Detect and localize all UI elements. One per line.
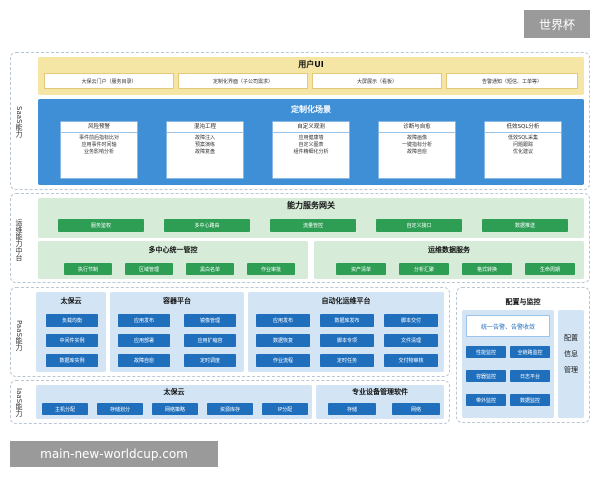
- scene-card: 诊断与自愈故障画像一键指标分析故障自愈: [378, 121, 456, 179]
- ops-label: 运维能力中台: [15, 219, 23, 261]
- scene-card-title: 低效SQL分析: [485, 122, 561, 133]
- user-ui-item-custom: 定制化界面（子公司需求）: [178, 73, 308, 89]
- scene-card-title: 诊断与自愈: [379, 122, 455, 133]
- container-item: 定时调度: [184, 354, 236, 367]
- monitor-item: 日志平台: [510, 370, 550, 382]
- scene-card-line: 故障自愈: [406, 149, 427, 155]
- scene-card-body: 应用健康墙自定义图表组件精细化分析: [273, 133, 349, 156]
- unified-alert-box: 统一告警、告警收敛: [466, 315, 550, 337]
- scene-card-body: 低效SQL采集问题跟踪优化建议: [485, 133, 561, 156]
- auto-ops-item: 交付物审核: [384, 354, 438, 367]
- scene-card-line: 故障画像: [406, 135, 427, 141]
- monitor-item: 带外监控: [466, 394, 506, 406]
- scene-card-line: 业务影响分析: [83, 149, 114, 155]
- cmdb-panel: [558, 310, 584, 418]
- auto-ops-item: 脚本专项: [320, 334, 374, 347]
- container-item: 故障自愈: [118, 354, 170, 367]
- iaas-taibao-item: 网络策略: [152, 403, 198, 415]
- gateway-item: 自定义接口: [376, 219, 462, 232]
- monitor-item: 全链路监控: [510, 346, 550, 358]
- equip-title: 专业设备管理软件: [352, 388, 408, 396]
- user-ui-item-alert: 告警通知（短信、工单等）: [446, 73, 578, 89]
- iaas-taibao-title: 太保云: [163, 388, 185, 396]
- gateway-item: 服务鉴权: [58, 219, 144, 232]
- scene-card-body: 事件前后指标比对应用事件时间轴业务影响分析: [61, 133, 137, 156]
- scene-card-line: 问题跟踪: [512, 142, 533, 148]
- paas-taibao-title: 太保云: [60, 297, 82, 305]
- container-item: 镜像管理: [184, 314, 236, 327]
- paas-taibao-item: 负载均衡: [46, 314, 98, 327]
- scene-card-line: 优化建议: [512, 149, 533, 155]
- paas-taibao-item: 中间件实例: [46, 334, 98, 347]
- monitor-item: 数据监控: [510, 394, 550, 406]
- user-ui-title: 用户UI: [298, 60, 324, 69]
- gateway-item: 多中心路由: [164, 219, 250, 232]
- ops-data-item: 生命周期: [525, 263, 575, 275]
- paas-taibao-item: 数据库实例: [46, 354, 98, 367]
- ops-data-item: 分析汇聚: [399, 263, 449, 275]
- scene-card-line: 预案演练: [194, 142, 215, 148]
- scene-card-title: 自定义观测: [273, 122, 349, 133]
- multi-center-item: 黑白名单: [186, 263, 234, 275]
- iaas-taibao-item: IP分配: [262, 403, 308, 415]
- ops-data-item: 格式转换: [462, 263, 512, 275]
- multi-center-item: 作业审批: [247, 263, 295, 275]
- scenes-title: 定制化场景: [291, 105, 331, 114]
- container-title: 容器平台: [163, 297, 191, 305]
- iaas-label: IaaS能力: [15, 388, 23, 418]
- auto-ops-item: 定时任务: [320, 354, 374, 367]
- monitor-item: 容器监控: [466, 370, 506, 382]
- container-item: 应用发布: [118, 314, 170, 327]
- multi-center-item: 执行节制: [64, 263, 112, 275]
- auto-ops-item: 作业流程: [256, 354, 310, 367]
- cmdb-label: 配置信息管理: [564, 334, 578, 374]
- container-item: 应用部署: [118, 334, 170, 347]
- watermark: 世界杯: [524, 10, 590, 38]
- scene-card: 自定义观测应用健康墙自定义图表组件精细化分析: [272, 121, 350, 179]
- scene-card-body: 故障画像一键指标分析故障自愈: [379, 133, 455, 156]
- url-watermark: main-new-worldcup.com: [10, 441, 218, 467]
- scene-card-title: 混沌工程: [167, 122, 243, 133]
- auto-ops-item: 文件清理: [384, 334, 438, 347]
- scene-card-title: 风险预警: [61, 122, 137, 133]
- iaas-taibao-item: 主机分配: [42, 403, 88, 415]
- equip-item: 网络: [392, 403, 440, 415]
- iaas-taibao-item: 资源库存: [207, 403, 253, 415]
- scene-card-line: 低效SQL采集: [508, 135, 538, 141]
- scene-card-line: 应用事件时间轴: [81, 142, 117, 148]
- user-ui-item-screen: 大屏展示（看板）: [312, 73, 442, 89]
- equip-item: 存储: [328, 403, 376, 415]
- ops-data-item: 资产清单: [336, 263, 386, 275]
- scene-card-line: 一键指标分析: [401, 142, 432, 148]
- gateway-item: 数据推送: [482, 219, 568, 232]
- scene-card-line: 事件前后指标比对: [78, 135, 119, 141]
- scene-card: 风险预警事件前后指标比对应用事件时间轴业务影响分析: [60, 121, 138, 179]
- config-title: 配置与监控: [505, 298, 541, 306]
- auto-ops-title: 自动化运维平台: [321, 297, 371, 305]
- auto-ops-item: 数据恢复: [256, 334, 310, 347]
- scene-card-line: 故障复盘: [194, 149, 215, 155]
- monitor-item: 性能监控: [466, 346, 506, 358]
- auto-ops-item: 应用发布: [256, 314, 310, 327]
- scene-card-line: 故障注入: [194, 135, 215, 141]
- paas-label: PaaS能力: [15, 319, 23, 351]
- scene-card-line: 组件精细化分析: [293, 149, 329, 155]
- user-ui-item-portal: 大保云门户（服务目录）: [44, 73, 174, 89]
- scene-card: 混沌工程故障注入预案演练故障复盘: [166, 121, 244, 179]
- auto-ops-item: 数据库发布: [320, 314, 374, 327]
- iaas-taibao-item: 存储划分: [97, 403, 143, 415]
- scene-card: 低效SQL分析低效SQL采集问题跟踪优化建议: [484, 121, 562, 179]
- auto-ops-item: 脚本交付: [384, 314, 438, 327]
- saas-label: SaaS能力: [15, 106, 23, 138]
- multi-center-item: 区域管理: [125, 263, 173, 275]
- scene-card-body: 故障注入预案演练故障复盘: [167, 133, 243, 156]
- gateway-title: 能力服务网关: [287, 201, 335, 210]
- container-item: 应用扩缩容: [184, 334, 236, 347]
- ops-data-title: 运维数据服务: [428, 246, 470, 254]
- scene-card-line: 应用健康墙: [298, 135, 324, 141]
- gateway-item: 流量管控: [270, 219, 356, 232]
- scene-card-line: 自定义图表: [298, 142, 324, 148]
- multi-center-title: 多中心统一管控: [148, 246, 198, 254]
